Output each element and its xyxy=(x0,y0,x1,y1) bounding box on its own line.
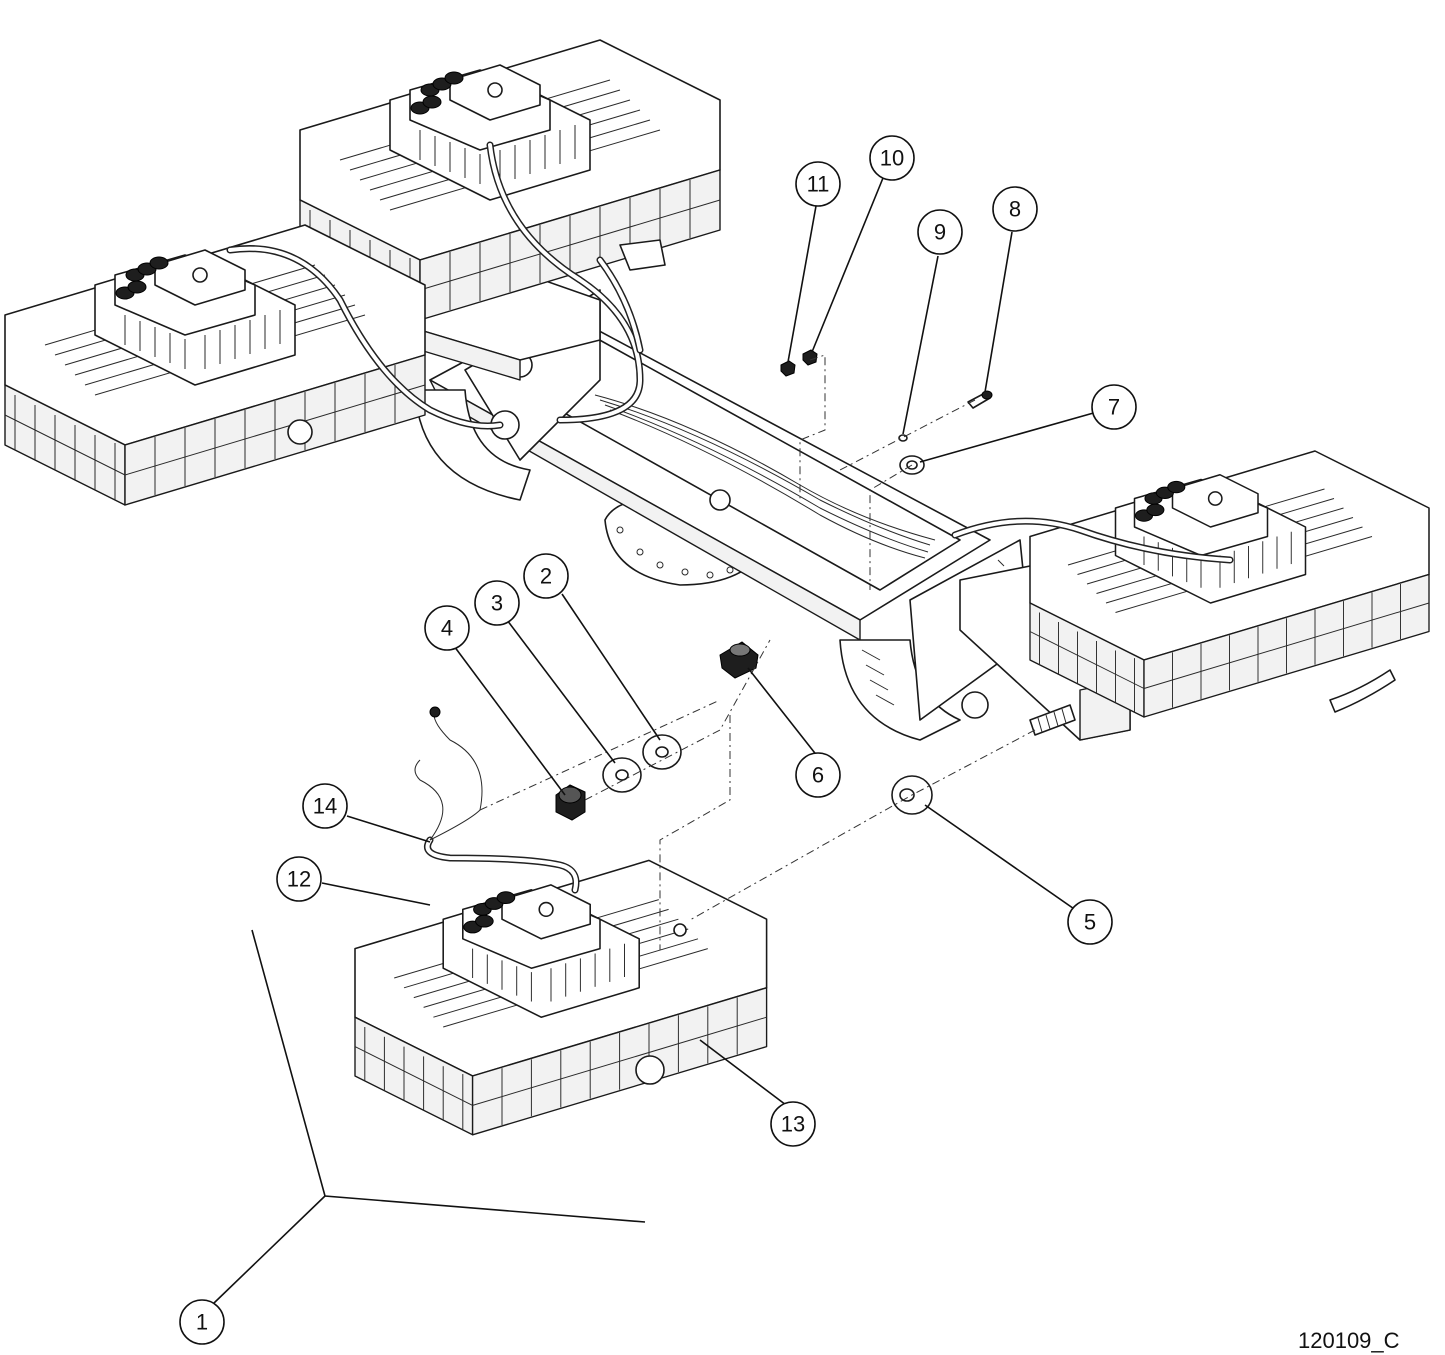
svg-text:8: 8 xyxy=(1009,197,1021,222)
svg-text:5: 5 xyxy=(1084,910,1096,935)
callout-1: 1 xyxy=(179,1299,225,1345)
bracket-hole xyxy=(673,923,687,937)
callout-8: 8 xyxy=(992,186,1038,232)
callout-5: 5 xyxy=(1067,899,1113,945)
svg-text:12: 12 xyxy=(287,867,311,892)
washer-3 xyxy=(602,757,642,793)
callout-11: 11 xyxy=(795,161,841,207)
screw-8 xyxy=(967,390,993,409)
svg-text:6: 6 xyxy=(812,763,824,788)
callout-4: 4 xyxy=(424,605,470,651)
svg-text:11: 11 xyxy=(807,172,830,197)
lamp-head-left xyxy=(4,224,426,506)
drawing-number: 120109_C xyxy=(1298,1328,1400,1353)
callout-9: 9 xyxy=(917,209,963,255)
nut-11 xyxy=(780,360,796,377)
nut-4 xyxy=(555,784,586,821)
callout-6: 6 xyxy=(795,752,841,798)
bracket-knob xyxy=(287,419,313,445)
callout-7: 7 xyxy=(1091,384,1137,430)
callout-14: 14 xyxy=(302,783,348,829)
bracket-knob xyxy=(635,1055,665,1085)
callout-13: 13 xyxy=(770,1101,816,1147)
nut-10 xyxy=(802,349,818,366)
svg-text:7: 7 xyxy=(1108,395,1120,420)
svg-text:14: 14 xyxy=(313,794,337,819)
svg-text:10: 10 xyxy=(880,146,904,171)
callout-2: 2 xyxy=(523,553,569,599)
cables xyxy=(226,141,1234,894)
callout-10: 10 xyxy=(869,135,915,181)
svg-text:1: 1 xyxy=(196,1310,208,1335)
clamp-lever xyxy=(619,239,666,271)
svg-text:13: 13 xyxy=(781,1112,805,1137)
washer-2 xyxy=(642,734,682,770)
svg-text:4: 4 xyxy=(441,616,453,641)
svg-text:9: 9 xyxy=(934,220,946,245)
lamp-head-right xyxy=(1029,450,1430,718)
svg-text:2: 2 xyxy=(540,564,552,589)
callout-3: 3 xyxy=(474,580,520,626)
callout-12: 12 xyxy=(276,856,322,902)
svg-text:3: 3 xyxy=(491,591,503,616)
leader-lines xyxy=(213,177,1098,1304)
assembly-lines xyxy=(479,354,1036,950)
clamp-lever xyxy=(1329,669,1396,713)
